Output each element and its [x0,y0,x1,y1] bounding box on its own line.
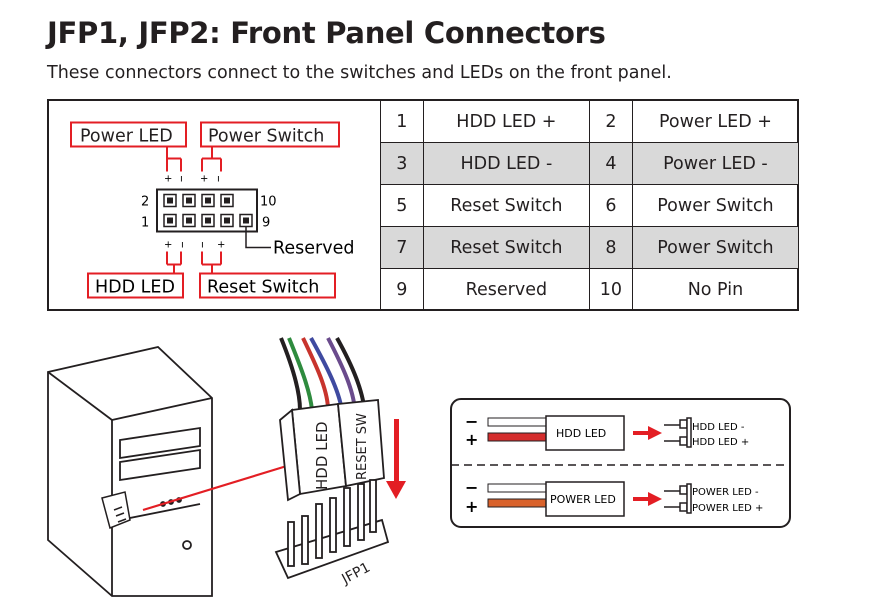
pin-9-label: 9 [262,216,270,231]
power-led-label-box [70,121,187,148]
pin-function: Reset Switch [422,184,590,227]
power-switch-label-box [200,121,340,148]
pin-function: HDD LED - [422,142,590,185]
svg-text:POWER LED +: POWER LED + [692,503,763,514]
svg-text:HDD LED -: HDD LED - [692,422,745,433]
pin-10-label: 10 [260,195,277,210]
pc-case [47,346,213,597]
power-led-bracket [166,146,182,172]
pin-grid [163,193,253,228]
hdd-red-wire [487,432,549,442]
pin-function: HDD LED + [422,101,590,143]
svg-text:+: + [164,174,172,185]
case-connector [101,491,131,530]
pin-number: 1 [380,101,424,143]
pin-number: 7 [380,226,424,269]
insert-arrow [386,419,406,499]
hdd-pin-symbol [664,417,692,448]
reset-switch-bracket [201,251,222,274]
pin-function: Power Switch [631,184,798,227]
power-plus-sign: + [465,497,478,516]
svg-text:POWER LED: POWER LED [550,493,616,506]
connector-panel: Power LED Power Switch + ı + ı 2 1 10 9 … [47,99,799,311]
wire-to-case [142,463,291,512]
power-orange-wire [487,498,549,508]
power-switch-label: Power Switch [208,127,324,147]
page-title: JFP1, JFP2: Front Panel Connectors [47,16,606,50]
pin-header-diagram: Power LED Power Switch + ı + ı 2 1 10 9 … [70,121,354,299]
hdd-minus-sign: − [465,412,478,431]
svg-text:HDD LED: HDD LED [556,427,606,440]
page-subtitle: These connectors connect to the switches… [47,63,672,83]
plug-hdd-led [279,402,347,502]
pin-function: Reset Switch [422,226,590,269]
pin-number: 4 [589,142,633,185]
jfp1-label: JFP1 [338,560,372,588]
svg-text:ı: ı [217,174,220,185]
plug-reset-label: RESET SW [355,413,370,480]
pin-number: 6 [589,184,633,227]
pin-number: 2 [589,101,633,143]
reset-switch-label-box [199,272,336,299]
reserved-label: Reserved [273,239,354,259]
pin-function: Power LED - [631,142,798,185]
svg-text:POWER LED -: POWER LED - [692,487,759,498]
plug-hdd-label: HDD LED [313,421,331,490]
led-polarity-box [450,398,791,528]
power-switch-bracket [201,146,222,172]
power-pin-symbol [664,483,692,514]
svg-text:+: + [200,174,208,185]
reserved-leader [245,226,271,249]
pin-number: 8 [589,226,633,269]
plug-reset-sw [337,399,385,488]
svg-text:HDD LED +: HDD LED + [692,437,749,448]
hdd-plus-sign: + [465,430,478,449]
hdd-led-label-box [87,272,184,299]
pin-header-body [156,188,258,233]
hdd-led-label: HDD LED [95,278,175,298]
svg-text:+: + [164,240,172,251]
power-minus-sign: − [465,478,478,497]
pin-1-label: 1 [141,216,149,231]
installation-illustration: HDD LED RESET SW JFP1 − + HDD LED HDD LE… [47,337,791,597]
power-led-label: Power LED [80,127,173,147]
svg-text:ı: ı [201,240,204,251]
pin-number: 5 [380,184,424,227]
pin-function: Power Switch [631,226,798,269]
pin-2-label: 2 [141,195,149,210]
svg-text:ı: ı [180,174,183,185]
power-led-box [545,481,625,517]
pin-function: Reserved [422,268,590,310]
pin-number: 10 [589,268,633,310]
pin-function: No Pin [631,268,798,310]
pin-number: 9 [380,268,424,310]
reset-switch-label: Reset Switch [207,278,319,298]
hdd-led-box [545,415,625,451]
hdd-led-bracket [166,251,182,274]
svg-text:ı: ı [181,240,184,251]
pin-number: 3 [380,142,424,185]
pin-function: Power LED + [631,101,798,143]
jfp1-header [274,479,390,580]
svg-text:+: + [217,240,225,251]
